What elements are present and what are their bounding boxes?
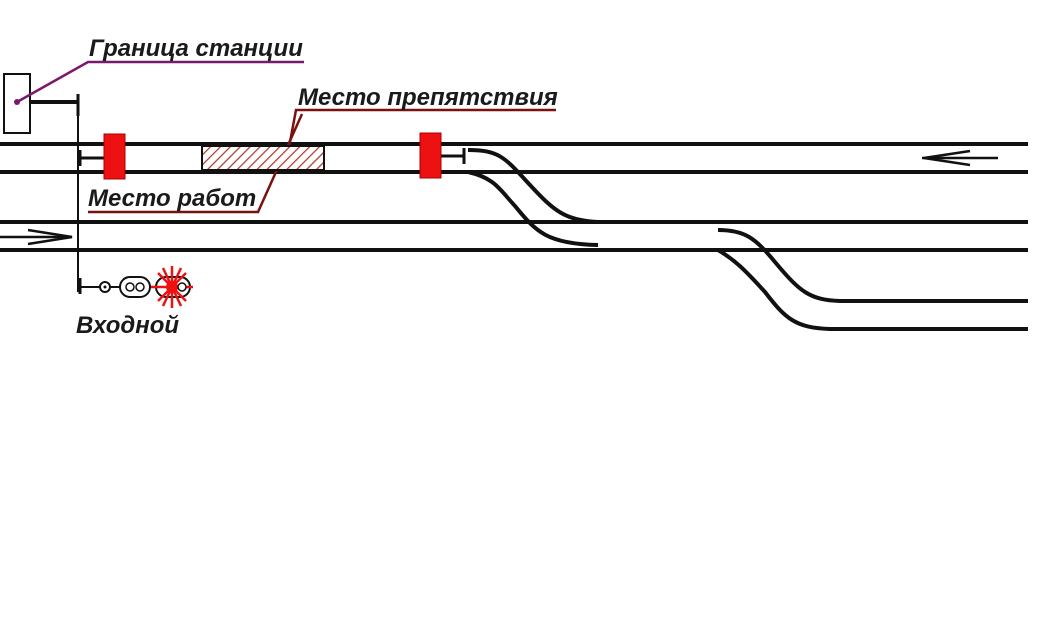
stop-signal-right xyxy=(419,132,466,179)
direction-arrow-left xyxy=(922,149,998,167)
entry-signal-label: Входной xyxy=(76,312,180,339)
branch-rail-a xyxy=(717,228,1028,303)
work-area-hatched xyxy=(201,145,325,171)
obstacle-place-label: Место препятствия xyxy=(298,84,558,111)
entry-signal-head-1 xyxy=(119,276,151,298)
crossover-rail-b xyxy=(467,170,599,247)
crossover-rail-a xyxy=(467,148,599,224)
station-border-leader xyxy=(16,60,304,104)
red-light-glow-icon xyxy=(151,266,193,308)
station-border-label: Граница станции xyxy=(89,35,303,62)
stop-plate-right xyxy=(419,132,442,179)
crossover-switch xyxy=(467,148,599,247)
branch-switch xyxy=(716,228,1028,331)
main-tracks xyxy=(0,142,1028,252)
stop-plate-left xyxy=(103,133,126,180)
direction-arrow-right xyxy=(0,228,73,246)
work-place-label: Место работ xyxy=(88,185,257,212)
stop-signal-left xyxy=(78,133,126,180)
entry-signal xyxy=(78,266,193,308)
branch-rail-b xyxy=(716,248,1028,331)
station-border-sign xyxy=(3,73,80,134)
